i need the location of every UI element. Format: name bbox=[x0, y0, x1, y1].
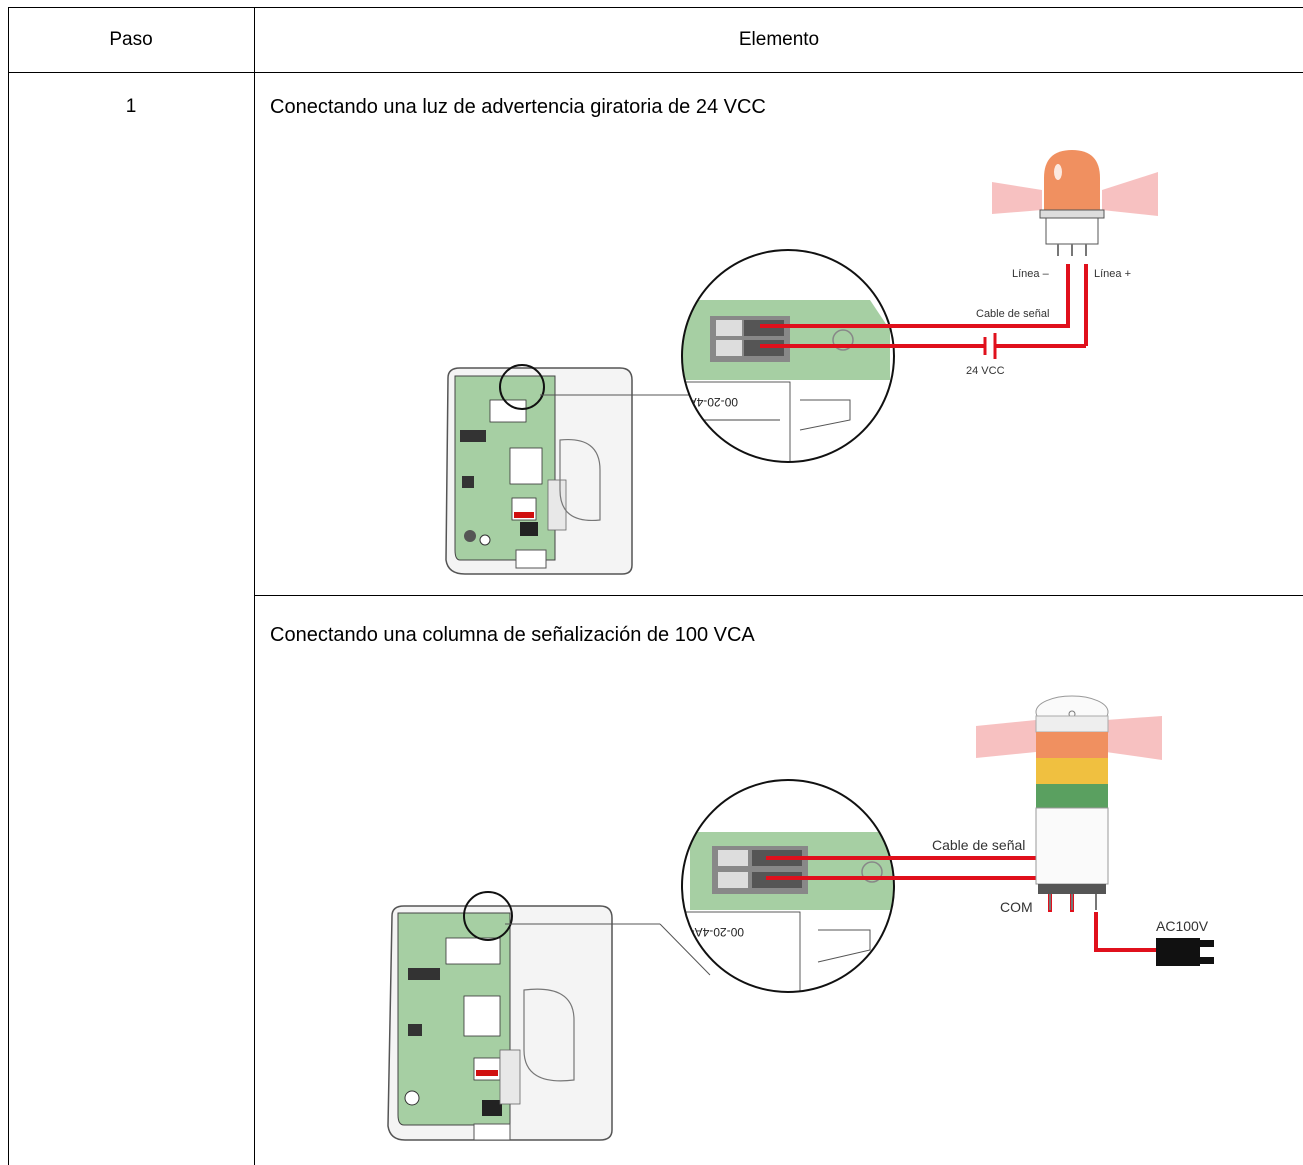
wiring-table: Paso Elemento 1 Conectando una luz de ad… bbox=[8, 7, 1303, 1165]
table-top-border bbox=[8, 7, 1303, 8]
row-divider bbox=[254, 595, 1303, 596]
column-divider bbox=[254, 7, 255, 1165]
header-element: Elemento bbox=[738, 28, 820, 50]
table-left-border bbox=[8, 7, 9, 1165]
step-number: 1 bbox=[125, 96, 137, 117]
header-bottom-border bbox=[8, 72, 1303, 73]
row-1-title: Conectando una luz de advertencia girato… bbox=[270, 96, 766, 118]
row-2-title: Conectando una columna de señalización d… bbox=[270, 624, 755, 646]
header-step: Paso bbox=[109, 28, 153, 50]
